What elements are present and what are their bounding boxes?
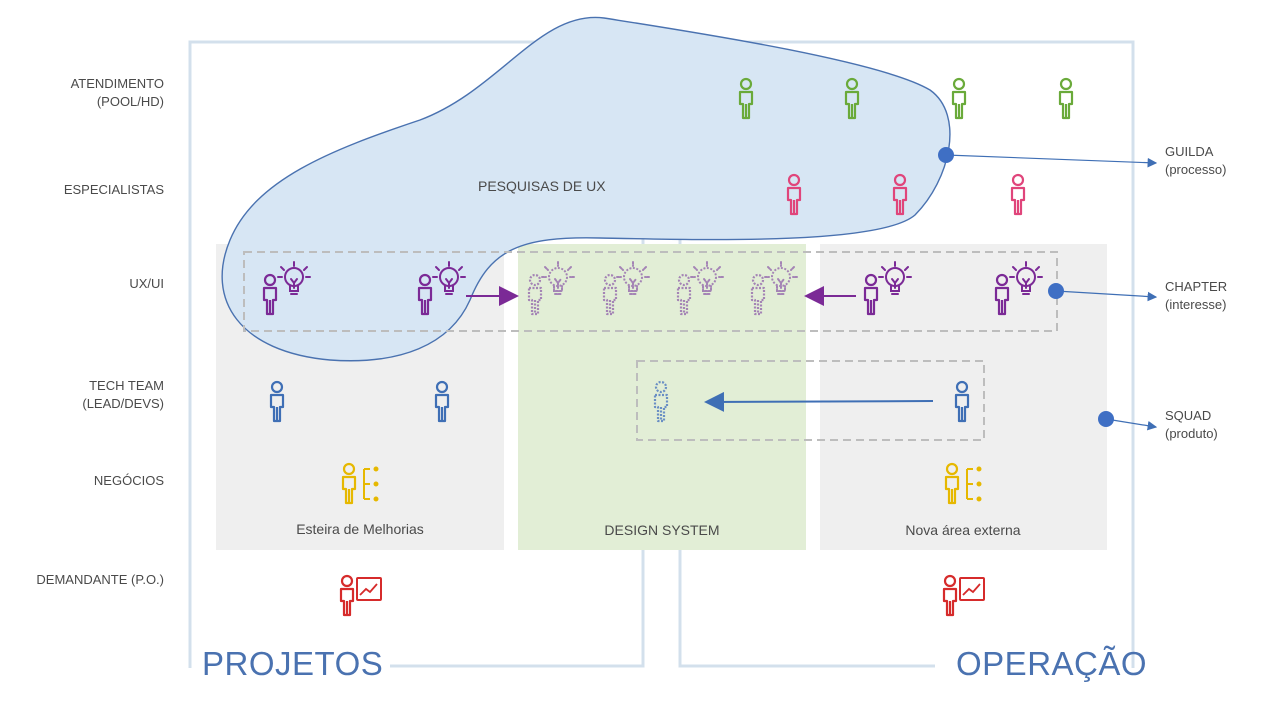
arrow-tech-to-design-system — [704, 391, 934, 412]
person-icon — [951, 77, 967, 120]
section-title-operacao: OPERAÇÃO — [956, 645, 1148, 682]
chapter-connector — [1048, 283, 1158, 302]
row-label-atendimento: ATENDIMENTO (POOL/HD) — [70, 76, 164, 109]
row-label-negocios: NEGÓCIOS — [93, 473, 164, 488]
row-label-demandante: DEMANDANTE (P.O.) — [36, 572, 164, 587]
negocios-icons — [341, 462, 982, 505]
group-label-chapter: CHAPTER (interesse) — [1165, 279, 1228, 312]
group-label-guilda: GUILDA (processo) — [1165, 144, 1227, 177]
person-icon — [1058, 77, 1074, 120]
presenter-chart-icon — [942, 574, 985, 617]
row-label-tech: TECH TEAM (LEAD/DEVS) — [82, 378, 164, 411]
blob-label: PESQUISAS DE UX — [478, 178, 606, 194]
group-label-squad: SQUAD (produto) — [1165, 408, 1218, 441]
panel-design-system — [518, 244, 806, 550]
squad-connector — [1098, 411, 1158, 431]
area-label-design-system: DESIGN SYSTEM — [604, 522, 720, 538]
person-list-icon — [341, 462, 379, 505]
person-icon — [1010, 173, 1026, 216]
area-label-esteira: Esteira de Melhorias — [296, 521, 424, 537]
area-label-nova-area: Nova área externa — [905, 522, 1021, 538]
demandante-icons — [339, 574, 985, 617]
row-label-especialistas: ESPECIALISTAS — [63, 182, 164, 197]
guilda-connector — [938, 147, 1158, 168]
squad-box — [636, 360, 985, 441]
presenter-chart-icon — [339, 574, 382, 617]
section-title-projetos: PROJETOS — [202, 645, 384, 682]
panel-nova-area — [820, 244, 1107, 550]
person-list-icon — [944, 462, 982, 505]
row-label-uxui: UX/UI — [129, 276, 164, 291]
guilda-blob — [221, 16, 951, 362]
